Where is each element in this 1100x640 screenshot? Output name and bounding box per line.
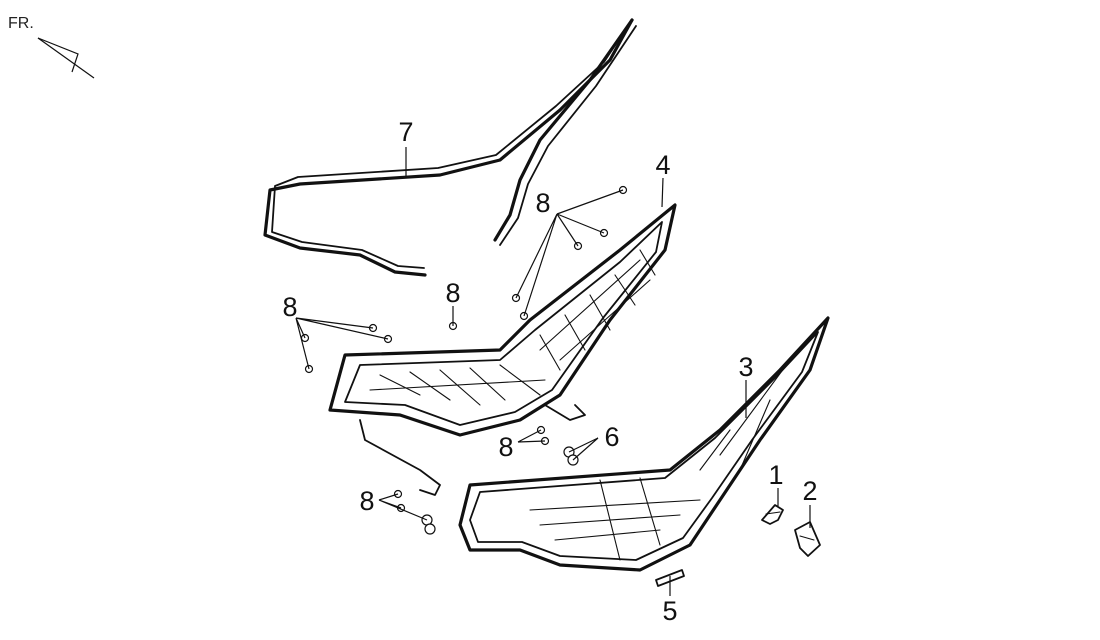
callout-8-top: 8 [535, 188, 550, 218]
callout-numbers: 1 2 3 4 5 6 7 8 8 8 8 8 [282, 117, 817, 626]
front-direction-arrow-head [37, 37, 79, 73]
part-1-clip [761, 504, 784, 525]
leader-4 [661, 177, 664, 208]
front-direction-arrow-line [37, 37, 95, 79]
part-4-inner-panel [328, 203, 677, 496]
leader-8-bottom [378, 493, 428, 521]
callout-8-lower: 8 [498, 432, 513, 462]
front-direction-indicator: FR. [8, 15, 95, 79]
leader-8-top [515, 189, 624, 317]
callout-8-center: 8 [445, 278, 460, 308]
callout-7: 7 [398, 117, 413, 147]
callout-8-bottom: 8 [359, 486, 374, 516]
callout-6: 6 [604, 422, 619, 452]
leader-lines [295, 147, 811, 596]
callout-2: 2 [802, 476, 817, 506]
callout-3: 3 [738, 352, 753, 382]
part-5-fastener-strip [655, 569, 685, 587]
leader-8-left [295, 317, 389, 370]
part-3-outer-body-panel [458, 316, 830, 572]
callout-5: 5 [662, 596, 677, 626]
leader-6 [568, 437, 599, 461]
front-direction-label: FR. [8, 15, 34, 32]
leader-8-lower [517, 429, 546, 443]
callout-8-left: 8 [282, 292, 297, 322]
callout-4: 4 [655, 150, 670, 180]
callout-1: 1 [768, 460, 783, 490]
part-7-edge-trim [263, 18, 637, 277]
part-2-bracket [794, 521, 821, 557]
